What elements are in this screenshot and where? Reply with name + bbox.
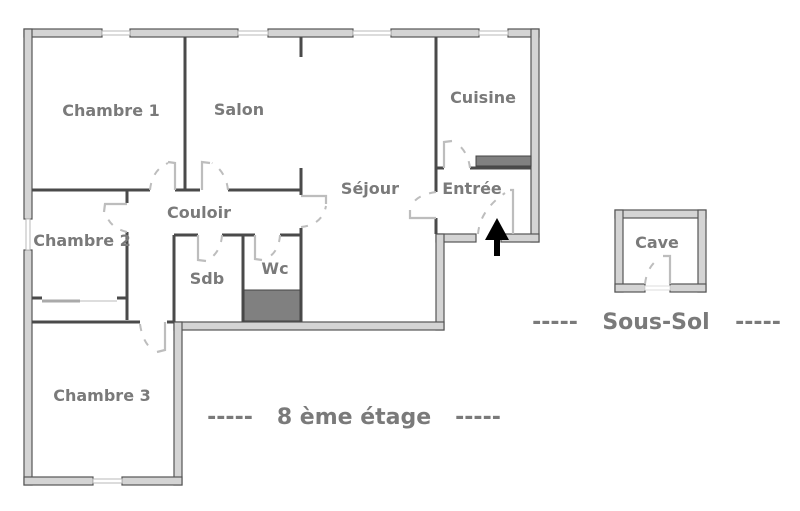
room-label-chambre3: Chambre 3 [53, 386, 151, 405]
floor-caption-dash-left: ----- [207, 405, 253, 430]
room-label-couloir: Couloir [167, 203, 231, 222]
room-label-chambre2: Chambre 2 [33, 231, 131, 250]
basement-caption: Sous-Sol [602, 310, 709, 335]
windows [25, 30, 509, 484]
room-label-sdb: Sdb [190, 269, 224, 288]
floor-caption-dash-right: ----- [455, 405, 501, 430]
room-label-salon: Salon [214, 100, 264, 119]
basement-caption-dash-right: ----- [735, 310, 781, 335]
room-label-cave: Cave [635, 233, 679, 252]
kitchen-counter [475, 155, 532, 167]
room-label-entree: Entrée [442, 179, 502, 198]
room-label-sejour: Séjour [341, 179, 399, 198]
floor-caption: 8 ème étage [277, 405, 431, 430]
room-label-cuisine: Cuisine [450, 88, 516, 107]
basement-caption-dash-left: ----- [532, 310, 578, 335]
cave-walls [614, 209, 707, 293]
room-label-chambre1: Chambre 1 [62, 101, 160, 120]
doors [102, 139, 515, 354]
interior-walls [32, 37, 531, 324]
arrow-up-icon [485, 218, 509, 256]
room-label-wc: Wc [261, 259, 288, 278]
wc-block [243, 289, 301, 322]
